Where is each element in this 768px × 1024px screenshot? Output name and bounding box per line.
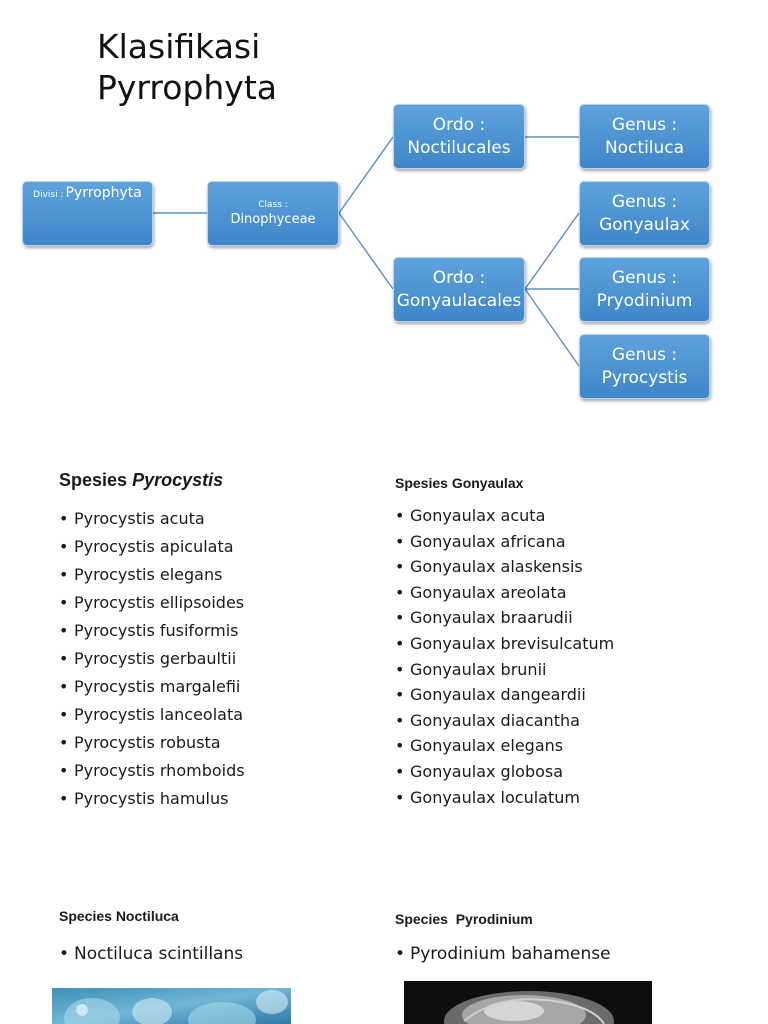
pyrocystis-heading-genus: Pyrocystis bbox=[132, 470, 224, 490]
gonyaulax-species-item: Gonyaulax acuta bbox=[395, 503, 614, 529]
gonyaulax-species-item: Gonyaulax africana bbox=[395, 529, 614, 555]
genus-noctiluca-line2: Noctiluca bbox=[604, 137, 685, 158]
node-class: Class : Dinophyceae bbox=[207, 181, 339, 246]
ordo-noctilucales-line1: Ordo : bbox=[432, 114, 486, 135]
node-genus-noctiluca: Genus : Noctiluca bbox=[579, 104, 710, 169]
gonyaulax-species-item: Gonyaulax elegans bbox=[395, 733, 614, 759]
genus-pyodinium-line1: Genus : bbox=[611, 267, 678, 288]
pyrocystis-species-item: Pyrocystis gerbaultii bbox=[59, 645, 245, 673]
genus-noctiluca-line1: Genus : bbox=[611, 114, 678, 135]
pyrocystis-species-list: Pyrocystis acutaPyrocystis apiculataPyro… bbox=[59, 505, 245, 813]
pyrodinium-species-item: Pyrodinium bahamense bbox=[395, 942, 611, 966]
pyrocystis-species-item: Pyrocystis hamulus bbox=[59, 785, 245, 813]
pyrodinium-photo bbox=[404, 981, 652, 1024]
gonyaulax-species-list: Gonyaulax acutaGonyaulax africanaGonyaul… bbox=[395, 503, 614, 810]
node-ordo-gonyaulacales: Ordo : Gonyaulacales bbox=[393, 257, 525, 322]
ordo-gonyaulacales-line1: Ordo : bbox=[432, 267, 486, 288]
node-genus-gonyaulax: Genus : Gonyaulax bbox=[579, 181, 710, 246]
pyrocystis-species-item: Pyrocystis robusta bbox=[59, 729, 245, 757]
gonyaulax-species-item: Gonyaulax diacantha bbox=[395, 708, 614, 734]
gonyaulax-species-item: Gonyaulax loculatum bbox=[395, 785, 614, 811]
pyrodinium-heading: Species Pyrodinium bbox=[395, 911, 533, 927]
pyrodinium-species-list: Pyrodinium bahamense bbox=[395, 942, 611, 966]
genus-pyodinium-line2: Pryodinium bbox=[596, 290, 693, 311]
node-genus-pyrocystis: Genus : Pyrocystis bbox=[579, 334, 710, 399]
pyrocystis-species-item: Pyrocystis apiculata bbox=[59, 533, 245, 561]
class-prefix: Class : bbox=[258, 199, 288, 210]
node-ordo-noctilucales: Ordo : Noctilucales bbox=[393, 104, 525, 169]
gonyaulax-species-item: Gonyaulax alaskensis bbox=[395, 554, 614, 580]
gonyaulax-species-item: Gonyaulax brevisulcatum bbox=[395, 631, 614, 657]
gonyaulax-species-item: Gonyaulax areolata bbox=[395, 580, 614, 606]
genus-pyrocystis-line2: Pyrocystis bbox=[601, 367, 688, 388]
pyrocystis-species-item: Pyrocystis rhomboids bbox=[59, 757, 245, 785]
noctiluca-species-list: Noctiluca scintillans bbox=[59, 942, 243, 966]
gonyaulax-species-item: Gonyaulax globosa bbox=[395, 759, 614, 785]
noctiluca-photo bbox=[52, 988, 291, 1024]
pyrocystis-species-item: Pyrocystis acuta bbox=[59, 505, 245, 533]
pyrocystis-species-item: Pyrocystis fusiformis bbox=[59, 617, 245, 645]
pyrocystis-species-item: Pyrocystis margalefii bbox=[59, 673, 245, 701]
genus-pyrocystis-line1: Genus : bbox=[611, 344, 678, 365]
pyrocystis-species-item: Pyrocystis lanceolata bbox=[59, 701, 245, 729]
noctiluca-species-item: Noctiluca scintillans bbox=[59, 942, 243, 966]
ordo-noctilucales-line2: Noctilucales bbox=[407, 137, 511, 158]
gonyaulax-species-item: Gonyaulax dangeardii bbox=[395, 682, 614, 708]
node-genus-pyodinium: Genus : Pryodinium bbox=[579, 257, 710, 322]
genus-gonyaulax-line1: Genus : bbox=[611, 191, 678, 212]
connector-lines bbox=[153, 136, 580, 367]
pyrocystis-species-item: Pyrocystis ellipsoides bbox=[59, 589, 245, 617]
title-line-2: Pyrrophyta bbox=[97, 68, 278, 107]
divisi-prefix: Divisi : bbox=[33, 190, 64, 200]
connector-class-gonyaulacales bbox=[338, 212, 394, 290]
pyrocystis-species-item: Pyrocystis elegans bbox=[59, 561, 245, 589]
genus-gonyaulax-line2: Gonyaulax bbox=[599, 214, 690, 235]
pyrocystis-heading-prefix: Spesies bbox=[59, 470, 128, 490]
class-name: Dinophyceae bbox=[230, 211, 316, 227]
node-divisi: Divisi : Pyrrophyta bbox=[22, 181, 153, 246]
ordo-gonyaulacales-line2: Gonyaulacales bbox=[396, 290, 522, 311]
page-title: Klasifikasi Pyrrophyta bbox=[97, 26, 277, 108]
gonyaulax-species-item: Gonyaulax braarudii bbox=[395, 605, 614, 631]
divisi-name: Pyrrophyta bbox=[65, 185, 142, 201]
connector-class-noctilucales bbox=[338, 136, 394, 214]
pyrocystis-heading: Spesies Pyrocystis bbox=[59, 470, 223, 491]
gonyaulax-heading: Spesies Gonyaulax bbox=[395, 475, 524, 491]
connector-gonyaulacales-gonyaulax bbox=[524, 212, 580, 290]
noctiluca-heading: Species Noctiluca bbox=[59, 908, 179, 924]
title-line-1: Klasifikasi bbox=[97, 27, 261, 66]
connector-gonyaulacales-pyrocystis bbox=[524, 288, 580, 367]
gonyaulax-species-item: Gonyaulax brunii bbox=[395, 657, 614, 683]
